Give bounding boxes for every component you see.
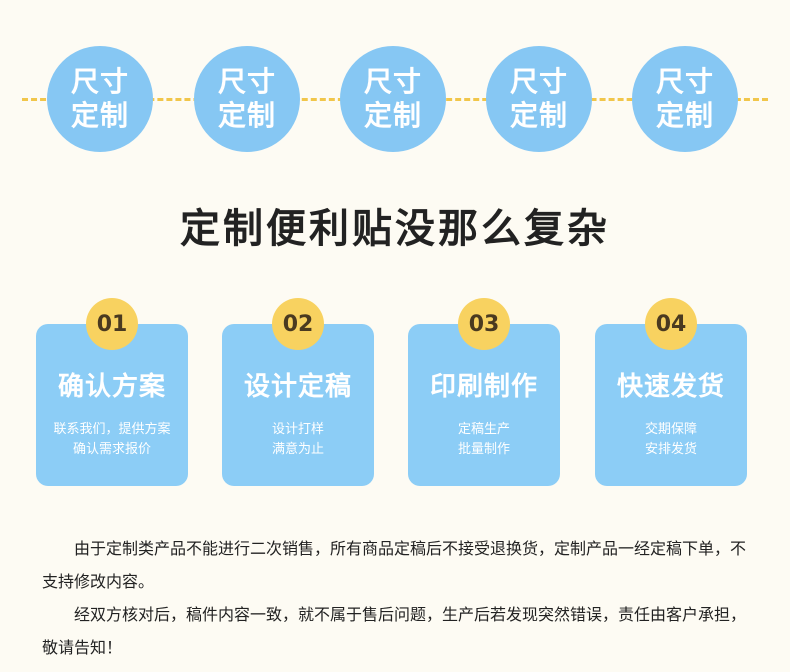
step-title: 快速发货 xyxy=(616,372,725,402)
circle-badge: 尺寸 定制 xyxy=(47,46,153,152)
circle-line2: 定制 xyxy=(509,99,568,132)
circle-line1: 尺寸 xyxy=(363,65,422,98)
step-desc-line2: 满意为止 xyxy=(271,442,324,457)
circle-line1: 尺寸 xyxy=(509,65,568,98)
step-number-badge: 03 xyxy=(458,298,510,350)
size-custom-circles: 尺寸 定制 尺寸 定制 尺寸 定制 尺寸 定制 尺寸 定制 xyxy=(0,46,790,152)
circle-line1: 尺寸 xyxy=(655,65,714,98)
step-number-badge: 04 xyxy=(645,298,697,350)
circle-line2: 定制 xyxy=(217,99,276,132)
step-desc-line1: 交期保障 xyxy=(644,422,697,437)
step-card: 01 确认方案 联系我们，提供方案 确认需求报价 xyxy=(36,298,188,486)
circle-line1: 尺寸 xyxy=(70,65,129,98)
step-number-badge: 02 xyxy=(272,298,324,350)
step-desc-line1: 设计打样 xyxy=(271,422,324,437)
after-sales-notice: 由于定制类产品不能进行二次销售，所有商品定稿后不接受退换货，定制产品一经定稿下单… xyxy=(42,532,752,664)
step-card: 04 快速发货 交期保障 安排发货 xyxy=(595,298,747,486)
step-card: 03 印刷制作 定稿生产 批量制作 xyxy=(408,298,560,486)
circle-line2: 定制 xyxy=(363,99,422,132)
notice-paragraph-1: 由于定制类产品不能进行二次销售，所有商品定稿后不接受退换货，定制产品一经定稿下单… xyxy=(42,539,747,591)
step-desc-line1: 定稿生产 xyxy=(457,422,510,437)
step-desc-line2: 安排发货 xyxy=(644,442,697,457)
step-desc-line2: 批量制作 xyxy=(457,442,510,457)
step-description: 交期保障 安排发货 xyxy=(595,420,747,460)
step-card: 02 设计定稿 设计打样 满意为止 xyxy=(222,298,374,486)
step-title: 印刷制作 xyxy=(429,372,538,402)
step-number-badge: 01 xyxy=(86,298,138,350)
step-description: 联系我们，提供方案 确认需求报价 xyxy=(36,420,188,460)
circle-badge: 尺寸 定制 xyxy=(194,46,300,152)
circle-line2: 定制 xyxy=(655,99,714,132)
step-title: 设计定稿 xyxy=(243,372,352,402)
step-title: 确认方案 xyxy=(57,372,166,402)
circle-line1: 尺寸 xyxy=(217,65,276,98)
circle-badge: 尺寸 定制 xyxy=(340,46,446,152)
section-heading: 定制便利贴没那么复杂 xyxy=(180,206,610,252)
process-steps: 01 确认方案 联系我们，提供方案 确认需求报价 02 设计定稿 设计打样 满意… xyxy=(0,298,790,498)
circle-badge: 尺寸 定制 xyxy=(632,46,738,152)
notice-paragraph-2: 经双方核对后，稿件内容一致，就不属于售后问题，生产后若发现突然错误，责任由客户承… xyxy=(42,605,747,657)
circle-line2: 定制 xyxy=(70,99,129,132)
step-description: 定稿生产 批量制作 xyxy=(408,420,560,460)
step-desc-line1: 联系我们，提供方案 xyxy=(53,422,171,437)
step-desc-line2: 确认需求报价 xyxy=(72,442,151,457)
circle-badge: 尺寸 定制 xyxy=(486,46,592,152)
step-description: 设计打样 满意为止 xyxy=(222,420,374,460)
